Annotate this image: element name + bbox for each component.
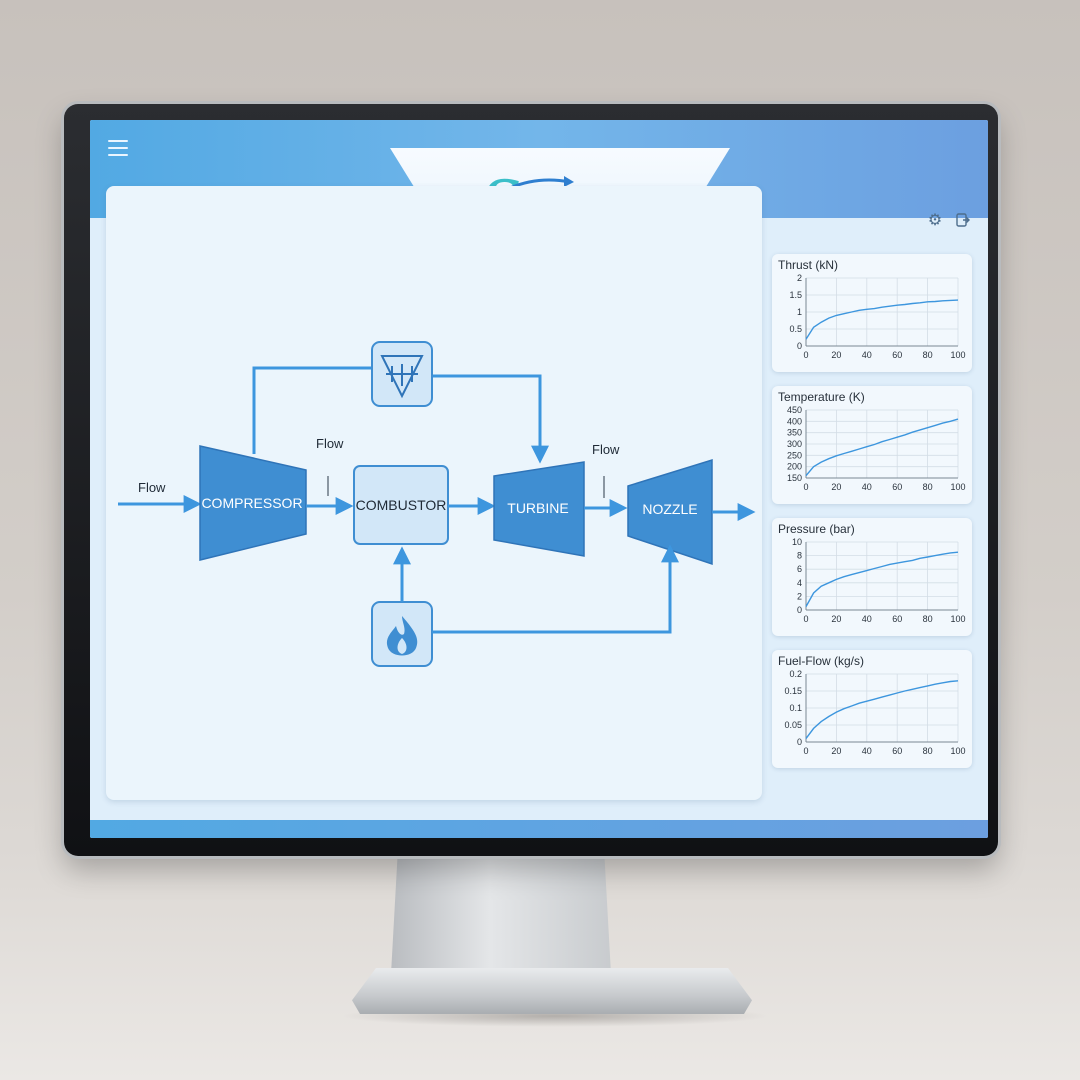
compressor-node[interactable]: COMPRESSOR	[199, 445, 307, 561]
y-tick-label: 0.05	[784, 720, 802, 730]
gear-icon[interactable]: ⚙	[927, 212, 943, 229]
x-tick-label: 20	[831, 482, 841, 492]
x-tick-label: 80	[923, 614, 933, 624]
heat-exchanger-icon[interactable]	[371, 341, 433, 407]
x-tick-label: 20	[831, 746, 841, 756]
y-tick-label: 10	[792, 537, 802, 547]
x-tick-label: 80	[923, 482, 933, 492]
pressure-chart-title: Pressure (bar)	[778, 522, 855, 536]
x-tick-label: 40	[862, 746, 872, 756]
x-tick-label: 0	[803, 482, 808, 492]
nozzle-label: NOZZLE	[642, 501, 697, 517]
fuel-flow-chart-title: Fuel-Flow (kg/s)	[778, 654, 865, 668]
y-tick-label: 150	[787, 473, 802, 483]
y-tick-label: 0.15	[784, 686, 802, 696]
engine-flow-diagram-panel: Flow COMPRESSOR Flow COMBUSTOR TURBINE	[106, 186, 762, 800]
inlet-flow-label: Flow	[138, 480, 166, 495]
y-tick-label: 2	[797, 591, 802, 601]
x-tick-label: 80	[923, 746, 933, 756]
x-tick-label: 60	[892, 482, 902, 492]
monitor-stand-neck	[390, 832, 612, 992]
y-tick-label: 350	[787, 428, 802, 438]
hamburger-menu-icon[interactable]	[108, 140, 128, 156]
fuel-flow-chart: 0 0.05 0.1 0.15 0.2 0 20 40 60 80 100	[784, 669, 965, 756]
bypass-line-right	[432, 374, 549, 464]
y-tick-label: 8	[797, 551, 802, 561]
series-line	[805, 680, 959, 740]
y-tick-label: 250	[787, 450, 802, 460]
bypass-line-left	[252, 366, 372, 454]
x-tick-label: 60	[892, 614, 902, 624]
y-tick-label: 450	[787, 405, 802, 415]
y-tick-label: 1.5	[789, 290, 802, 300]
fuel-flow-chart-card: Fuel-Flow (kg/s) 0 0.05 0.1 0.15 0.2 0 20 40 60 8…	[772, 650, 972, 768]
top-right-toolbar: ⚙	[926, 212, 972, 230]
engine-flow-diagram: Flow COMPRESSOR Flow COMBUSTOR TURBINE	[118, 341, 756, 667]
flow-label-nozzle: Flow	[592, 442, 620, 457]
thrust-chart-title: Thrust (kN)	[778, 258, 838, 272]
x-tick-label: 100	[950, 350, 965, 360]
y-tick-label: 0.1	[789, 703, 802, 713]
x-tick-label: 40	[862, 482, 872, 492]
y-tick-label: 4	[797, 578, 802, 588]
fuel-to-nozzle-line	[432, 544, 679, 634]
y-tick-label: 2	[797, 273, 802, 283]
compressor-label: COMPRESSOR	[201, 495, 302, 511]
x-tick-label: 100	[950, 614, 965, 624]
y-tick-label: 400	[787, 416, 802, 426]
x-tick-label: 100	[950, 746, 965, 756]
x-tick-label: 20	[831, 350, 841, 360]
flame-icon[interactable]	[371, 601, 433, 667]
y-tick-label: 200	[787, 462, 802, 472]
combustor-label: COMBUSTOR	[356, 497, 447, 513]
x-tick-label: 0	[803, 350, 808, 360]
turbine-node[interactable]: TURBINE	[493, 461, 585, 557]
bottom-status-strip	[90, 820, 988, 838]
x-tick-label: 80	[923, 350, 933, 360]
monitor-stand-base	[352, 968, 752, 1014]
nozzle-node[interactable]: NOZZLE	[627, 458, 713, 566]
series-line	[805, 418, 959, 477]
x-tick-label: 40	[862, 350, 872, 360]
series-line	[805, 299, 959, 340]
temperature-chart-title: Temperature (K)	[778, 390, 865, 404]
y-tick-label: 0	[797, 605, 802, 615]
turbine-label: TURBINE	[507, 500, 568, 516]
x-tick-label: 0	[803, 614, 808, 624]
y-tick-label: 0.2	[789, 669, 802, 679]
y-tick-label: 0	[797, 341, 802, 351]
y-tick-label: 1	[797, 307, 802, 317]
x-tick-label: 40	[862, 614, 872, 624]
x-tick-label: 20	[831, 614, 841, 624]
x-tick-label: 60	[892, 746, 902, 756]
combustor-node[interactable]: COMBUSTOR	[353, 465, 449, 545]
x-tick-label: 100	[950, 482, 965, 492]
exit-icon[interactable]	[954, 212, 972, 230]
flow-label-combustor: Flow	[316, 436, 344, 451]
y-tick-label: 300	[787, 439, 802, 449]
y-tick-label: 0.5	[789, 324, 802, 334]
app-screen: S imTurbo ⚙ Flow	[90, 120, 988, 838]
x-tick-label: 60	[892, 350, 902, 360]
series-line	[805, 551, 959, 607]
y-tick-label: 0	[797, 737, 802, 747]
x-tick-label: 0	[803, 746, 808, 756]
y-tick-label: 6	[797, 564, 802, 574]
